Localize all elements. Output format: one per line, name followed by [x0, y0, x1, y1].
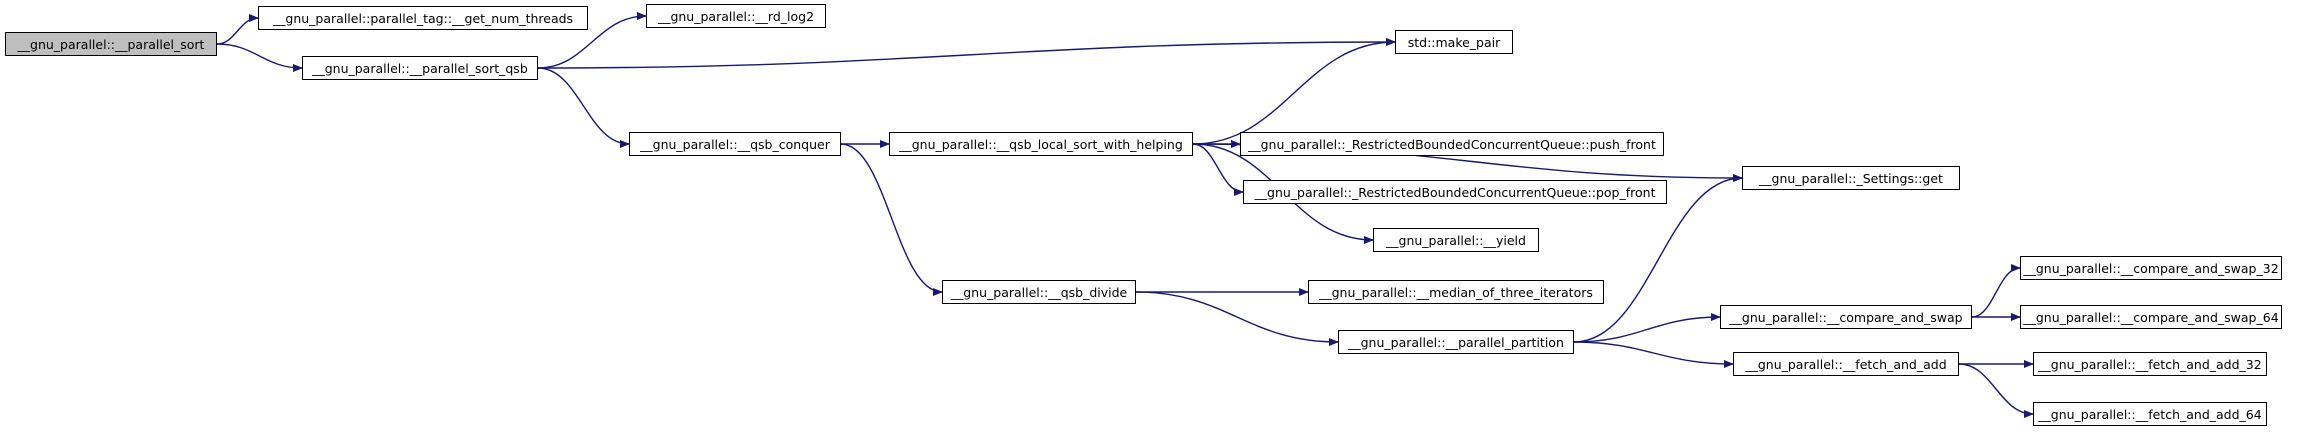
edge-qsb_conquer-to-qsb_divide	[840, 143, 943, 296]
node-parallel-partition[interactable]: __gnu_parallel::__parallel_partition	[1338, 330, 1574, 354]
node-compare-and-swap-64[interactable]: __gnu_parallel::__compare_and_swap_64	[2020, 305, 2282, 329]
node-qsb-local-sort-with-helping[interactable]: __gnu_parallel::__qsb_local_sort_with_he…	[889, 132, 1193, 156]
edge-parallel_sort_qsb-to-make_pair	[537, 38, 1396, 69]
edge-qsb_local_sort_with_helping-to-make_pair	[1192, 38, 1396, 145]
edge-qsb_divide-to-parallel_partition	[1135, 291, 1339, 346]
edge-compare_and_swap-to-compare_and_swap_32	[1971, 264, 2021, 318]
node-qsb-conquer[interactable]: __gnu_parallel::__qsb_conquer	[629, 132, 841, 156]
edge-parallel_partition-to-fetch_and_add	[1573, 341, 1734, 368]
node-fetch-and-add[interactable]: __gnu_parallel::__fetch_and_add	[1733, 352, 1959, 376]
node-parallel-sort: __gnu_parallel::__parallel_sort	[5, 32, 217, 56]
node-fetch-and-add-32[interactable]: __gnu_parallel::__fetch_and_add_32	[2033, 352, 2267, 376]
node-qsb-divide[interactable]: __gnu_parallel::__qsb_divide	[942, 280, 1136, 304]
edge-parallel_partition-to-compare_and_swap	[1573, 313, 1721, 343]
node-rd-log2[interactable]: __gnu_parallel::__rd_log2	[646, 4, 826, 28]
edge-parallel_sort-to-parallel_sort_qsb	[216, 43, 303, 72]
node-pop-front[interactable]: __gnu_parallel::_RestrictedBoundedConcur…	[1243, 180, 1667, 204]
node-settings-get[interactable]: __gnu_parallel::_Settings::get	[1742, 166, 1960, 190]
node-compare-and-swap[interactable]: __gnu_parallel::__compare_and_swap	[1720, 305, 1972, 329]
node-push-front[interactable]: __gnu_parallel::_RestrictedBoundedConcur…	[1240, 132, 1664, 156]
edge-parallel_partition-to-settings_get	[1573, 174, 1743, 343]
node-get-num-threads[interactable]: __gnu_parallel::parallel_tag::__get_num_…	[258, 6, 588, 30]
edge-parallel_sort_qsb-to-qsb_conquer	[537, 67, 630, 148]
edge-qsb_local_sort_with_helping-to-pop_front	[1192, 143, 1244, 196]
node-make-pair[interactable]: std::make_pair	[1395, 30, 1513, 54]
node-fetch-and-add-64[interactable]: __gnu_parallel::__fetch_and_add_64	[2033, 402, 2267, 426]
node-yield[interactable]: __gnu_parallel::__yield	[1373, 228, 1539, 252]
edge-fetch_and_add-to-fetch_and_add_64	[1958, 363, 2034, 418]
node-parallel-sort-qsb[interactable]: __gnu_parallel::__parallel_sort_qsb	[302, 56, 538, 80]
edge-parallel_sort-to-get_num_threads	[216, 14, 259, 45]
edge-parallel_sort_qsb-to-rd_log2	[537, 12, 647, 69]
node-median-of-three-iterators[interactable]: __gnu_parallel::__median_of_three_iterat…	[1308, 280, 1604, 304]
node-compare-and-swap-32[interactable]: __gnu_parallel::__compare_and_swap_32	[2020, 256, 2282, 280]
